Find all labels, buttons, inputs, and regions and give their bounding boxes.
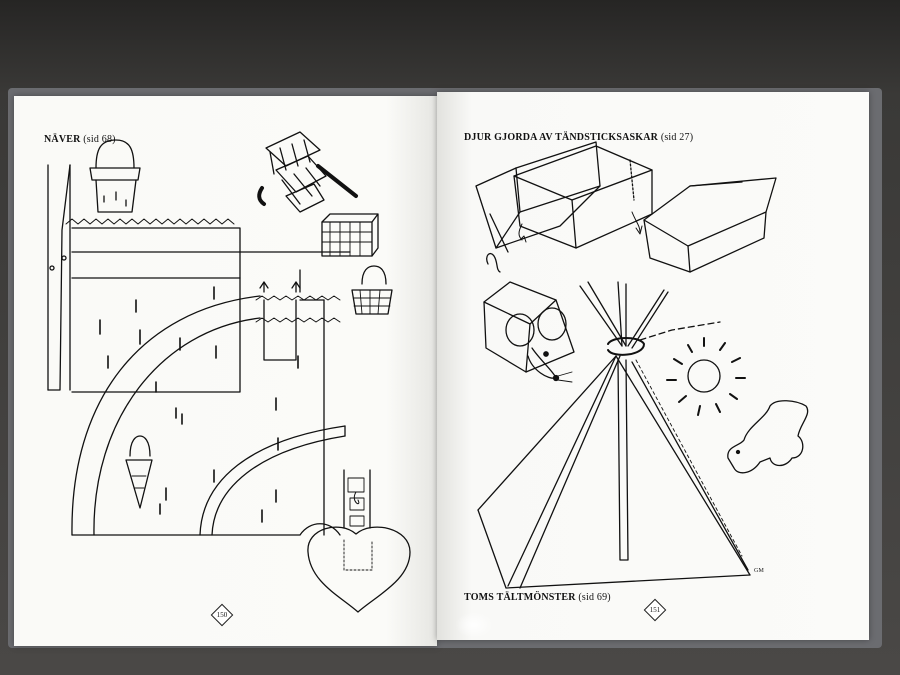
birch-bark-pattern [47, 164, 351, 536]
left-page-heading: NÄVER (sid 68) [44, 134, 116, 145]
artist-signature: GM [754, 568, 765, 574]
footer-heading-ref: (sid 69) [578, 592, 611, 603]
right-page-heading: DJUR GJORDA AV TÄNDSTICKSASKAR (sid 27) [464, 132, 693, 143]
tent-pattern [477, 281, 751, 589]
right-page: DJUR GJORDA AV TÄNDSTICKSASKAR (sid 27) … [437, 92, 869, 640]
left-page: NÄVER (sid 68) 150 [14, 96, 437, 646]
bear-stencil [727, 400, 809, 474]
heart-ornament [307, 469, 411, 613]
cone-container [125, 435, 153, 509]
weaving-illustration [257, 131, 358, 213]
right-heading-title: DJUR GJORDA AV TÄNDSTICKSASKAR [464, 132, 659, 143]
sun-stencil [666, 337, 746, 416]
matchbox-tray [475, 141, 601, 253]
left-heading-ref: (sid 68) [83, 134, 116, 145]
footer-heading-title: TOMS TÄLTMÖNSTER [464, 592, 576, 603]
woven-box-basket [321, 213, 379, 257]
woven-handle-basket [351, 265, 393, 315]
left-heading-title: NÄVER [44, 134, 81, 145]
right-page-footer-heading: TOMS TÄLTMÖNSTER (sid 69) [464, 592, 611, 603]
right-page-number-text: 151 [649, 606, 661, 614]
matchbox-mouse [483, 252, 575, 383]
right-page-number: 151 [645, 600, 665, 620]
birch-bark-basket-small [89, 139, 141, 213]
matchbox-house [643, 177, 777, 273]
light-glare [455, 612, 493, 638]
left-page-number: 150 [212, 605, 232, 625]
right-heading-ref: (sid 27) [660, 132, 694, 143]
curved-strip-outer [71, 295, 261, 536]
left-page-number-text: 150 [216, 611, 228, 619]
